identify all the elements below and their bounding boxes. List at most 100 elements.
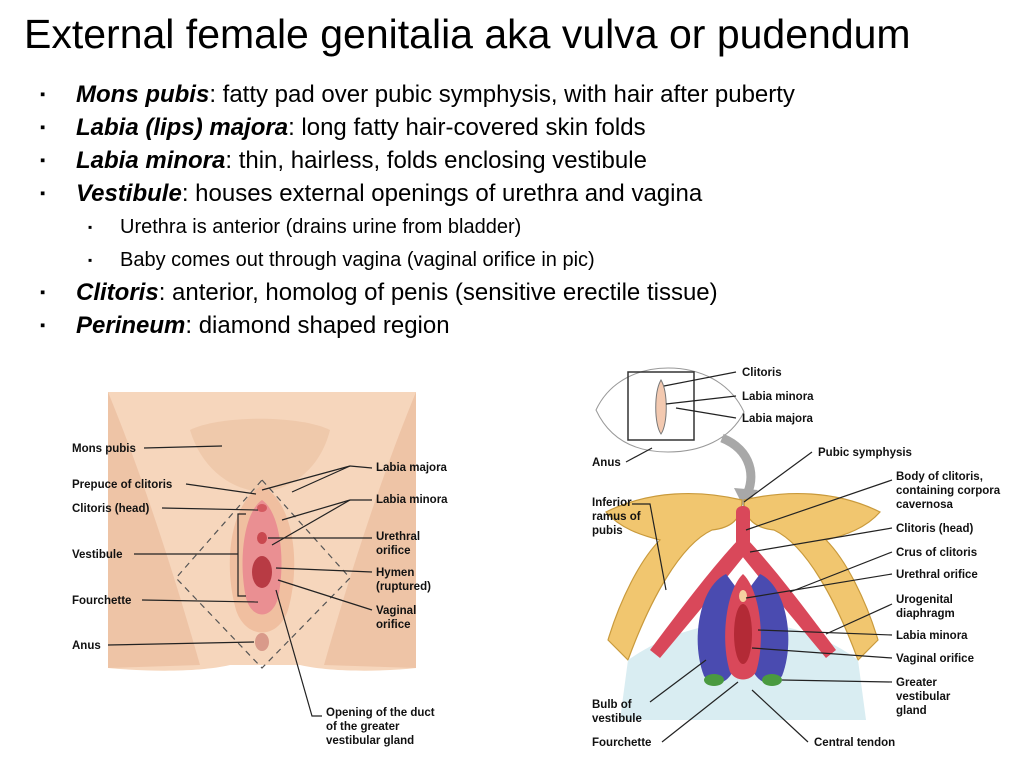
- bullet-perineum: ▪ Perineum: diamond shaped region: [40, 311, 1000, 344]
- perineum-diamond: [175, 479, 351, 669]
- label-body-clitoris: Body of clitoris,: [896, 471, 983, 483]
- label-labia-minora-deep: Labia minora: [896, 630, 968, 642]
- label-duct-3: vestibular gland: [326, 735, 414, 747]
- urethral-orifice: [257, 532, 267, 544]
- label-crus: Crus of clitoris: [896, 547, 977, 559]
- bullet-marker: ▪: [40, 119, 46, 136]
- label-bulb: Bulb of: [592, 699, 632, 711]
- pubic-bone-left: [605, 492, 743, 662]
- right-leader-lines: [625, 371, 893, 743]
- label-fourchette-deep: Fourchette: [592, 737, 651, 749]
- label-clitoris-head: Clitoris (head): [72, 503, 149, 515]
- bullet-term: Clitoris: [76, 279, 159, 306]
- bullet-labia-majora: ▪ Labia (lips) majora: long fatty hair-c…: [40, 113, 1000, 146]
- bullet-clitoris: ▪ Clitoris: anterior, homolog of penis (…: [40, 278, 1000, 311]
- bullet-marker: ▪: [88, 220, 93, 234]
- inset-vulva: [655, 379, 667, 435]
- label-fourchette: Fourchette: [72, 595, 131, 607]
- bullet-marker: ▪: [40, 185, 46, 202]
- label-duct-2: of the greater: [326, 721, 400, 733]
- label-central-tendon: Central tendon: [814, 737, 895, 749]
- label-body-clitoris-3: cavernosa: [896, 499, 954, 511]
- bullet-marker: ▪: [40, 284, 46, 301]
- bullet-text: : anterior, homolog of penis (sensitive …: [158, 279, 718, 306]
- label-urethral: Urethral: [376, 531, 420, 543]
- label-pubic-symphysis: Pubic symphysis: [818, 447, 912, 459]
- label-clitoris-head-deep: Clitoris (head): [896, 523, 973, 535]
- sub-bullet-text: Urethra is anterior (drains urine from b…: [120, 216, 522, 238]
- bullet-text: : houses external openings of urethra an…: [181, 180, 703, 207]
- sub-bullet-text: Baby comes out through vagina (vaginal o…: [120, 249, 595, 271]
- inset-arrowhead: [734, 488, 758, 508]
- label-inferior-ramus-3: pubis: [592, 525, 623, 537]
- pubic-bone-right: [743, 492, 881, 662]
- label-body-clitoris-2: containing corpora: [896, 485, 1001, 497]
- anus: [255, 633, 269, 651]
- label-inferior-ramus: Inferior: [592, 497, 632, 509]
- left-leader-lines: [107, 445, 373, 717]
- bullet-text: : diamond shaped region: [185, 312, 450, 339]
- label-urethral-deep: Urethral orifice: [896, 569, 978, 581]
- sub-bullet-vagina: ▪ Baby comes out through vagina (vaginal…: [40, 245, 1000, 278]
- right-labels: Clitoris Labia minora Labia majora Anus …: [592, 367, 1001, 749]
- right-inset: [595, 367, 758, 508]
- inset-box: [627, 371, 695, 441]
- left-labels: Mons pubis Prepuce of clitoris Clitoris …: [72, 443, 448, 747]
- bullet-labia-minora: ▪ Labia minora: thin, hairless, folds en…: [40, 146, 1000, 179]
- label-greater-gland: Greater: [896, 677, 937, 689]
- label-greater-gland-2: vestibular: [896, 691, 951, 703]
- crus-right: [742, 540, 836, 658]
- label-labia-majora: Labia majora: [376, 462, 448, 474]
- label-clitoris-top: Clitoris: [742, 367, 782, 379]
- label-anus: Anus: [72, 640, 101, 652]
- label-urogenital-2: diaphragm: [896, 608, 955, 620]
- vaginal-orifice-deep: [734, 604, 752, 664]
- urethral-orifice-deep: [739, 590, 747, 602]
- vaginal-orifice: [252, 556, 272, 588]
- label-vaginal-2: orifice: [376, 619, 411, 631]
- bullet-term: Mons pubis: [76, 81, 210, 108]
- inset-arrow: [720, 433, 756, 499]
- label-labia-minora-top: Labia minora: [742, 391, 814, 403]
- label-inferior-ramus-2: ramus of: [592, 511, 641, 523]
- label-vaginal: Vaginal: [376, 605, 416, 617]
- label-mons-pubis: Mons pubis: [72, 443, 136, 455]
- thigh-shadow-left: [108, 392, 200, 668]
- bullet-term: Perineum: [76, 312, 186, 339]
- label-labia-majora-top: Labia majora: [742, 413, 814, 425]
- thigh-shadow-right: [324, 392, 416, 668]
- crus-left: [650, 540, 744, 658]
- mons-shading: [190, 418, 330, 492]
- clitoris-head: [257, 504, 267, 512]
- bullet-term: Vestibule: [76, 180, 182, 207]
- bullet-text: : long fatty hair-covered skin folds: [288, 114, 646, 141]
- label-anus-inset: Anus: [592, 457, 621, 469]
- gland-left: [704, 674, 724, 686]
- bullet-marker: ▪: [40, 317, 46, 334]
- label-greater-gland-3: gland: [896, 705, 927, 717]
- gland-right: [762, 674, 782, 686]
- bullet-vestibule: ▪ Vestibule: houses external openings of…: [40, 179, 1000, 212]
- bullet-list: ▪ Mons pubis: fatty pad over pubic symph…: [40, 80, 1000, 344]
- bullet-marker: ▪: [40, 152, 46, 169]
- label-hymen-2: (ruptured): [376, 581, 431, 593]
- bullet-marker: ▪: [40, 86, 46, 103]
- right-illustration: [605, 492, 881, 720]
- bullet-term: Labia minora: [76, 147, 226, 174]
- label-prepuce: Prepuce of clitoris: [72, 479, 172, 491]
- label-vestibule: Vestibule: [72, 549, 123, 561]
- label-duct: Opening of the duct: [326, 707, 435, 719]
- left-illustration: [108, 392, 416, 671]
- label-hymen: Hymen: [376, 567, 414, 579]
- bullet-mons-pubis: ▪ Mons pubis: fatty pad over pubic symph…: [40, 80, 1000, 113]
- slide-title: External female genitalia aka vulva or p…: [24, 11, 911, 57]
- bullet-text: : fatty pad over pubic symphysis, with h…: [209, 81, 795, 108]
- bullet-marker: ▪: [88, 253, 93, 267]
- label-labia-minora: Labia minora: [376, 494, 448, 506]
- label-urethral-2: orifice: [376, 545, 411, 557]
- bullet-text: : thin, hairless, folds enclosing vestib…: [225, 147, 647, 174]
- sub-bullet-urethra: ▪ Urethra is anterior (drains urine from…: [40, 212, 1000, 245]
- label-bulb-2: vestibule: [592, 713, 642, 725]
- bullet-term: Labia (lips) majora: [76, 114, 289, 141]
